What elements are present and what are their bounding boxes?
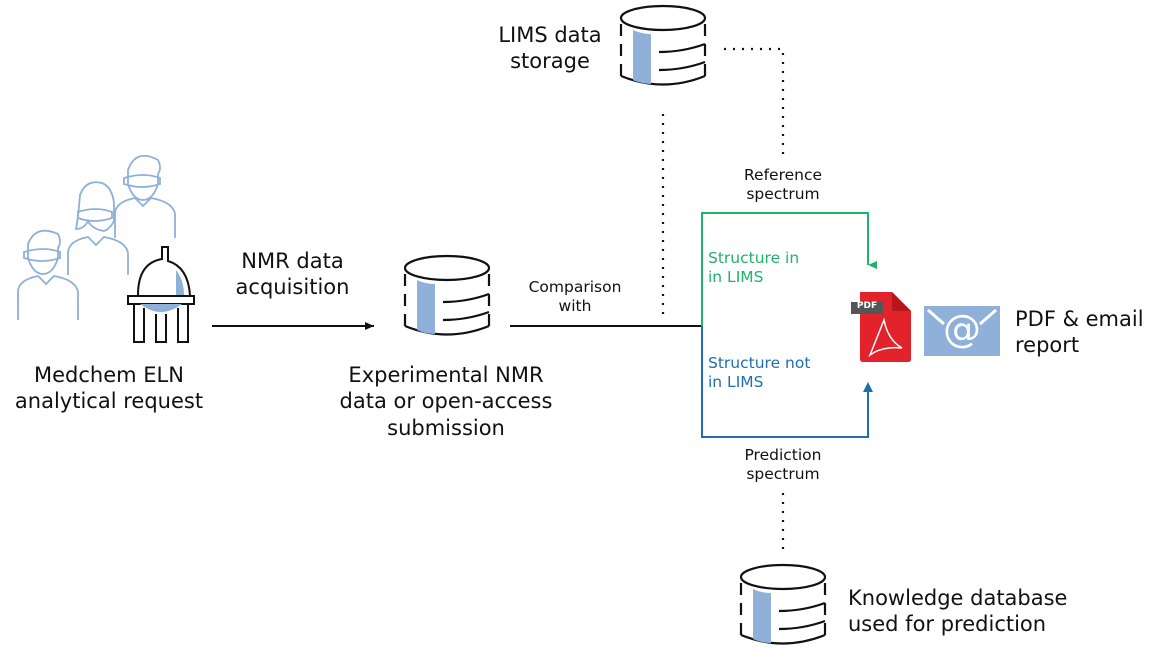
in-lims-label-line1: Structure in (708, 249, 800, 267)
reference-dotted-connector (724, 47, 785, 160)
acquisition-label-line1: NMR data (241, 249, 344, 273)
not-in-lims-branch-arrow (701, 326, 869, 438)
reference-label: Reference spectrum (720, 166, 846, 205)
experimental-label: Experimental NMR data or open-access sub… (320, 362, 572, 441)
acquisition-label: NMR data acquisition (210, 248, 375, 301)
acquisition-label-line2: acquisition (235, 275, 350, 300)
report-label-line1: PDF & email (1015, 307, 1144, 331)
prediction-label-line2: spectrum (746, 465, 820, 484)
lims-label-line2: storage (510, 49, 590, 74)
comparison-label-line2: with (558, 297, 592, 316)
request-label: Medchem ELN analytical request (0, 362, 218, 415)
nmr-spectrometer-icon (127, 246, 195, 343)
experimental-label-line1: Experimental NMR (348, 363, 544, 387)
prediction-label: Prediction spectrum (720, 446, 846, 485)
pdf-badge: PDF (856, 301, 878, 311)
in-lims-branch-arrow (701, 212, 877, 326)
at-symbol: @ (943, 307, 981, 351)
in-lims-label: Structure in in LIMS (708, 249, 838, 288)
not-in-lims-label-line2: in LIMS (708, 373, 764, 392)
not-in-lims-label-line1: Structure not (708, 354, 811, 372)
knowledge-database-icon (739, 563, 827, 645)
reference-label-line1: Reference (743, 166, 823, 184)
in-lims-label-line2: in LIMS (708, 268, 764, 287)
not-in-lims-arrowhead (863, 382, 873, 392)
comparison-label-line1: Comparison (528, 278, 622, 296)
report-label: PDF & email report (1015, 306, 1163, 359)
reference-label-line2: spectrum (746, 185, 820, 204)
not-in-lims-label: Structure not in LIMS (708, 354, 838, 393)
experimental-label-line3: submission (387, 415, 505, 440)
lims-database-icon (619, 4, 707, 86)
comparison-label: Comparison with (510, 278, 640, 317)
report-label-line2: report (1015, 333, 1080, 358)
prediction-label-line1: Prediction (744, 446, 822, 464)
knowledge-label-line2: used for prediction (848, 612, 1047, 637)
request-label-line2: analytical request (14, 389, 204, 414)
scientists-icon (17, 154, 176, 320)
knowledge-label-line1: Knowledge database (848, 586, 1068, 610)
knowledge-label: Knowledge database used for prediction (848, 585, 1108, 638)
request-label-line1: Medchem ELN (34, 363, 184, 387)
lims-label-line1: LIMS data (498, 23, 602, 47)
pdf-icon (851, 292, 911, 362)
lims-label: LIMS data storage (480, 22, 620, 75)
experimental-database-icon (403, 254, 491, 336)
experimental-label-line2: data or open-access (339, 389, 553, 414)
email-icon (924, 306, 1000, 356)
